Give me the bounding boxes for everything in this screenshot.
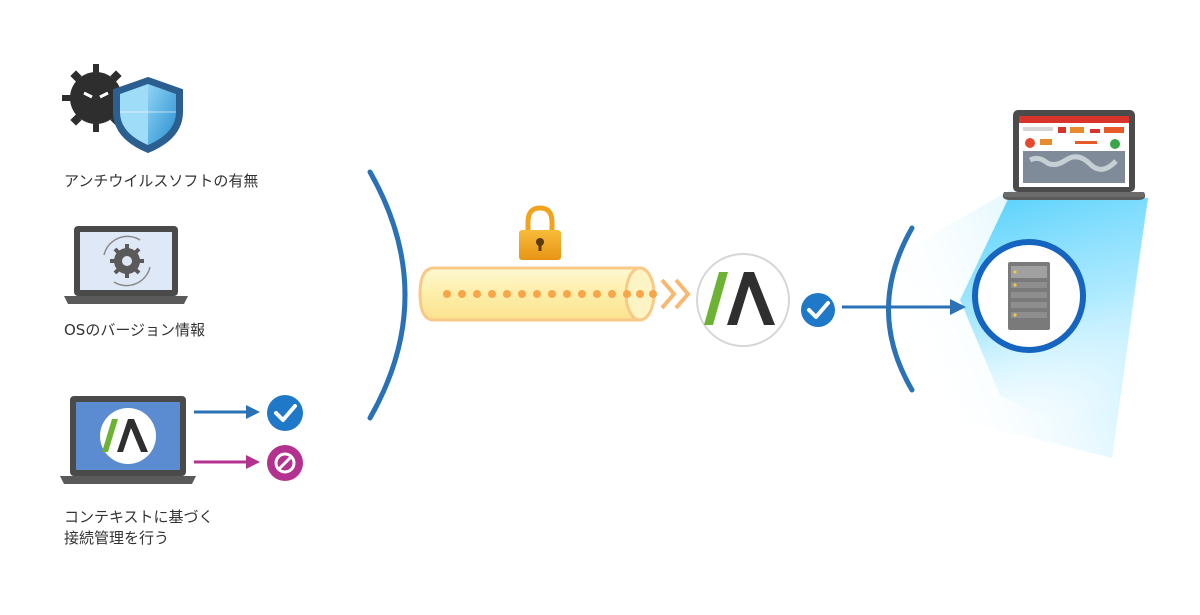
check-circle-icon: [267, 395, 303, 431]
antivirus-label: アンチウイルスソフトの有無: [64, 172, 259, 190]
dashboard-laptop-icon: [1002, 110, 1146, 200]
deny-arrow: [194, 455, 260, 469]
gateway-check-circle-icon: [801, 293, 835, 327]
virus-shield-icon: [62, 64, 183, 154]
context-label-line2: 接続管理を行う: [64, 529, 170, 547]
app-logo-icon: [696, 253, 790, 347]
server-icon: [972, 239, 1086, 353]
block-circle-icon: [267, 445, 303, 481]
encrypted-tunnel: [418, 266, 691, 322]
allow-arrow: [194, 405, 260, 419]
context-label-line1: コンテキストに基づく: [64, 508, 214, 526]
os-update-laptop-icon: [64, 226, 188, 304]
laptop-app-logo-icon: [60, 396, 196, 484]
os-version-label: OSのバージョン情報: [64, 321, 206, 339]
gateway-to-server-arrow: [842, 299, 966, 315]
device-boundary-arc: [367, 169, 408, 421]
destination-boundary-arc: [886, 225, 915, 393]
lock-icon: [519, 205, 561, 260]
